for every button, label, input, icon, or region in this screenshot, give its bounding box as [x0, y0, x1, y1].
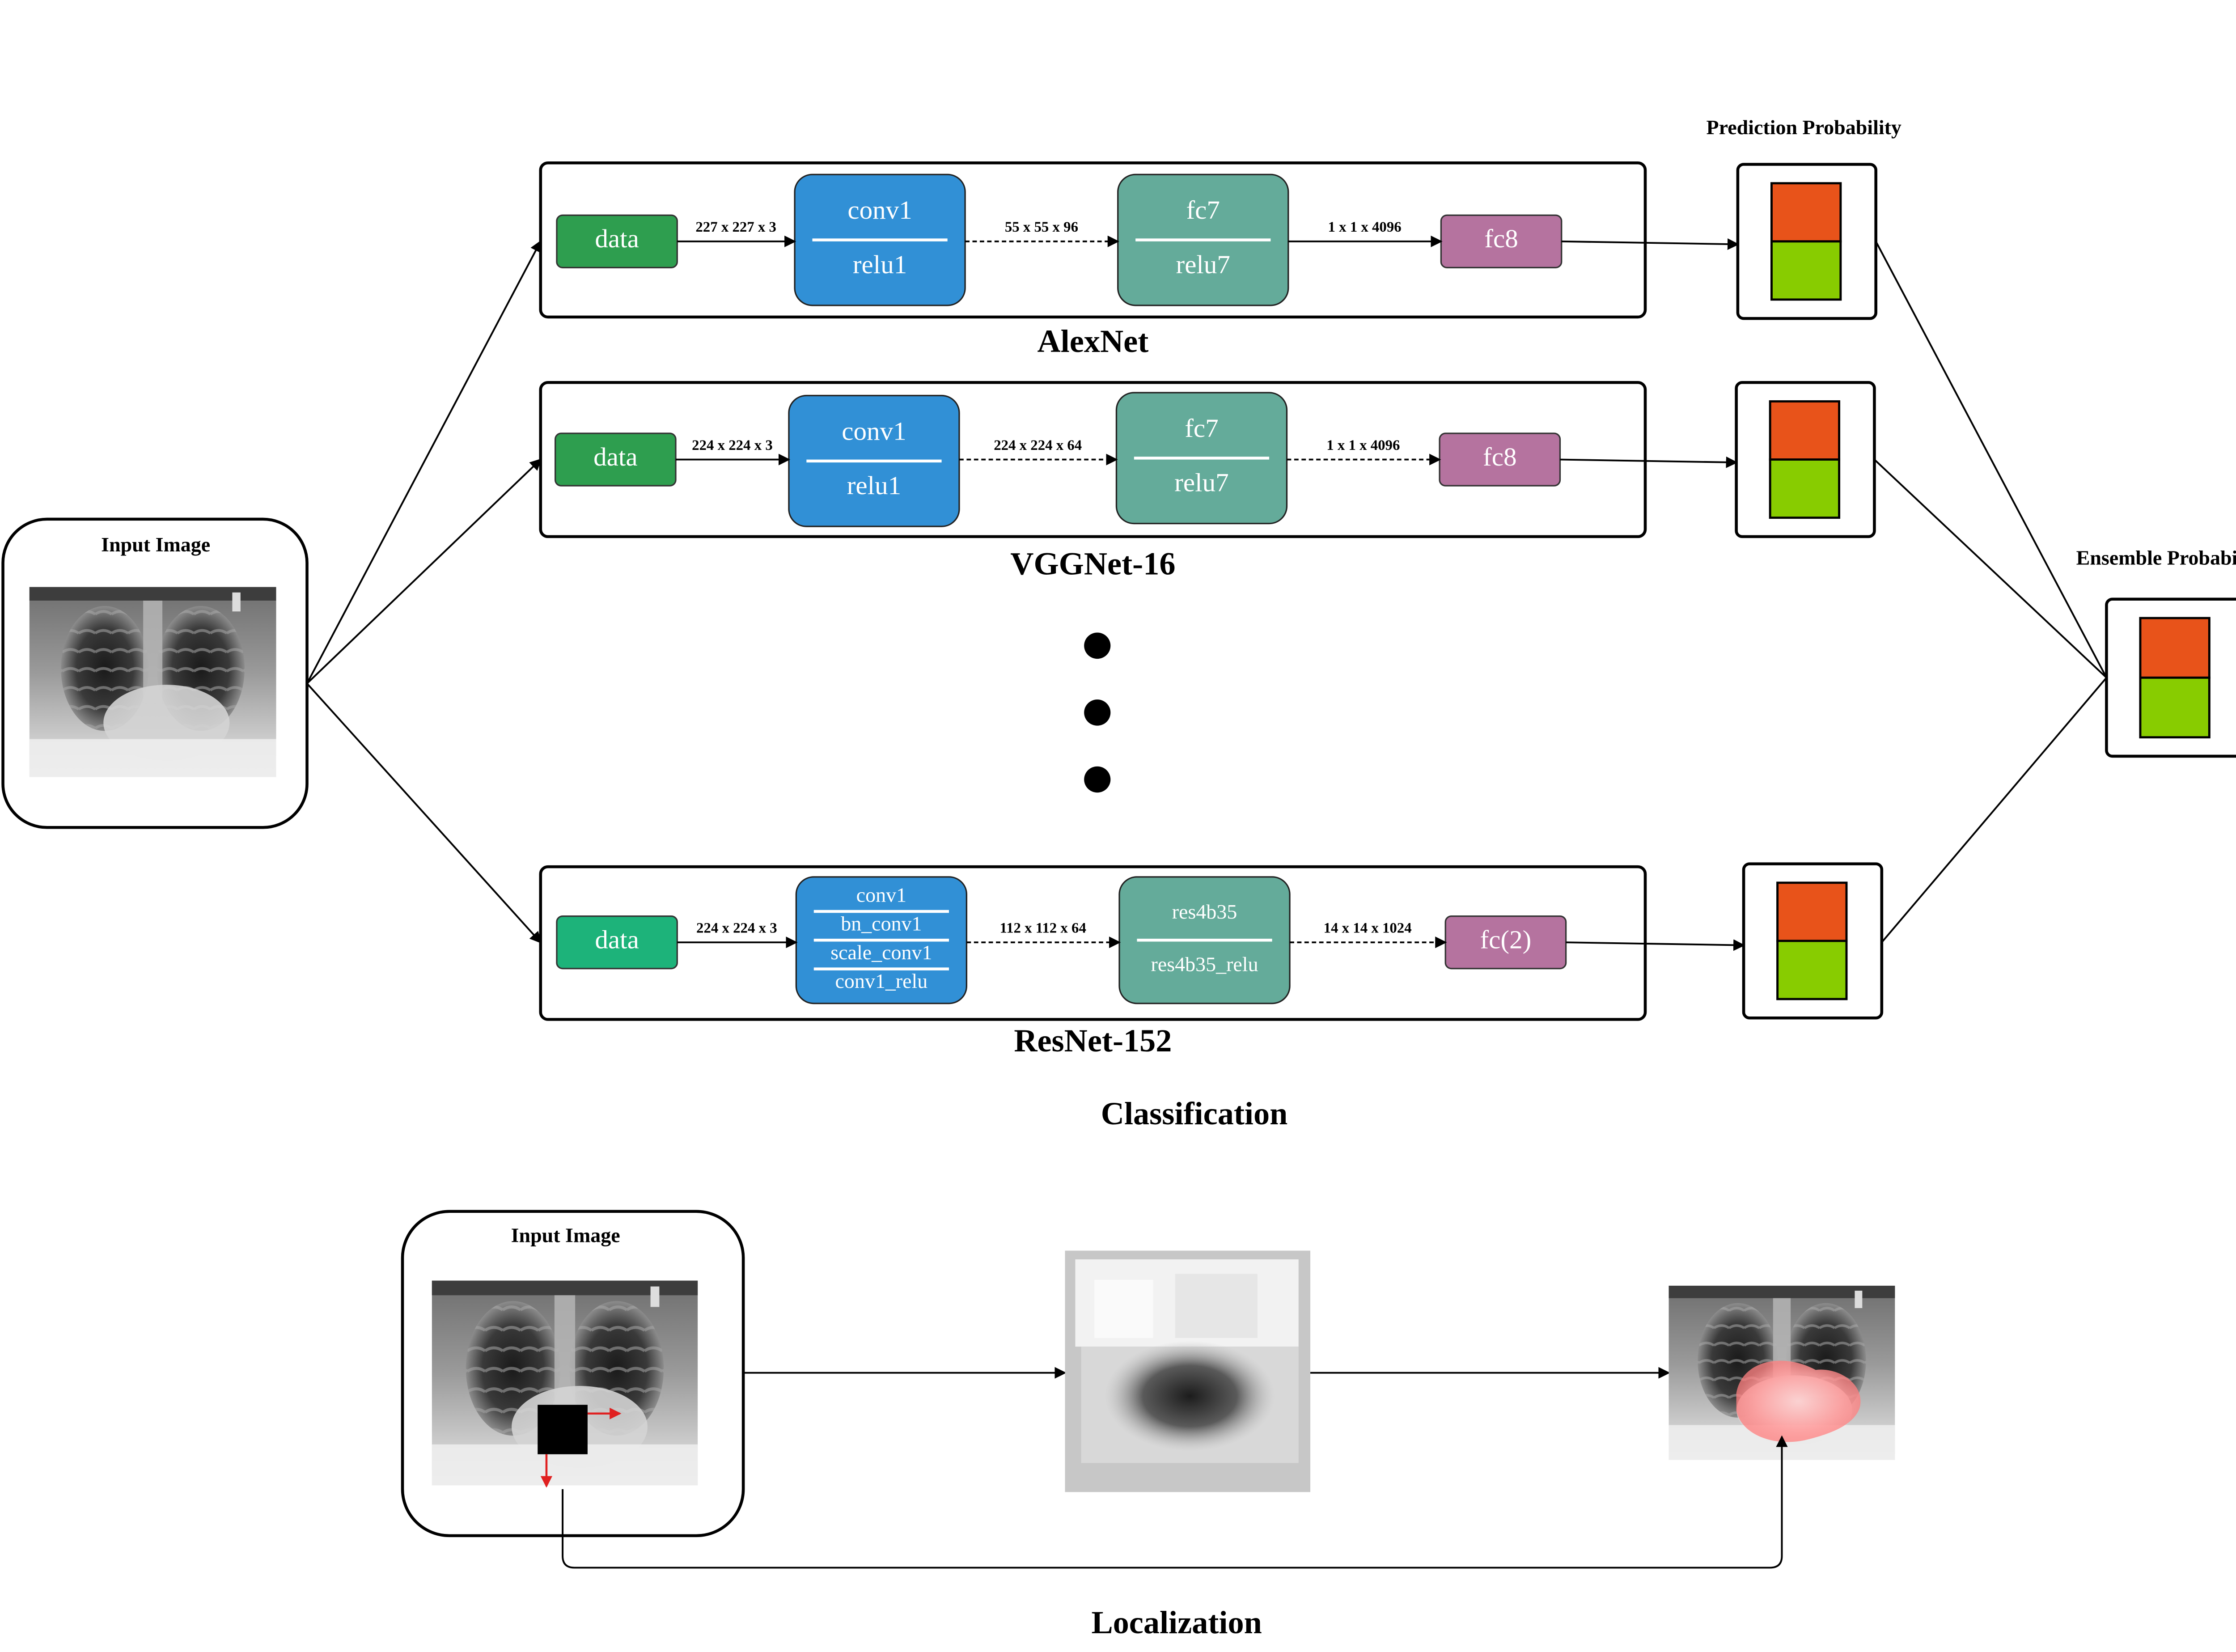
output-label: fc8 — [1484, 224, 1518, 253]
ensemble-probability-label: Ensemble Probability — [2076, 546, 2236, 569]
probability-bar-class-2 — [1769, 458, 1841, 519]
prediction-probability-label: Prediction Probability — [1707, 116, 1902, 139]
data-label: data — [595, 925, 639, 954]
data-label: data — [593, 442, 637, 471]
network-vggnet-16: VGGNet-16 data conv1 relu1 fc7 relu7 fc8 — [539, 381, 1647, 582]
fc-block-layer-label: relu7 — [1174, 468, 1228, 497]
network-resnet-152: ResNet-152 data conv1 bn_conv1 scale_conv1co… — [539, 865, 1647, 1059]
dimension-label: 14 x 14 x 1024 — [1324, 920, 1412, 936]
fc-block-layer-label: res4b35 — [1172, 900, 1237, 923]
ensemble-connector — [1875, 241, 2108, 678]
dimension-label: 224 x 224 x 3 — [692, 437, 773, 453]
probability-bar-class-2 — [1776, 940, 1848, 1000]
ensemble-connector — [1881, 677, 2107, 943]
conv-block-layer-label: relu1 — [853, 250, 907, 279]
data-label: data — [595, 224, 639, 253]
fc-block-layer-label: fc7 — [1186, 195, 1220, 225]
probability-bar-class-1 — [1769, 400, 1841, 461]
ensemble-connector — [1874, 459, 2107, 678]
input-to-network-arrow — [306, 458, 542, 684]
probability-bar-class-1 — [1770, 182, 1842, 243]
fc-block-layer-label: fc7 — [1185, 414, 1219, 443]
ensemble-bar-class-1 — [2139, 617, 2211, 679]
conv-block-layer-label: conv1_relu — [835, 970, 927, 992]
output-label: fc8 — [1483, 442, 1517, 471]
network-title: VGGNet-16 — [1010, 546, 1175, 582]
conv-block-layer-label: conv1 — [842, 417, 906, 446]
localization-xray-image — [432, 1280, 698, 1486]
ensemble-bar-class-2 — [2139, 676, 2211, 739]
conv-block-layer-label: bn_conv1 — [841, 912, 922, 935]
fc-block-layer-label: relu7 — [1176, 250, 1230, 279]
conv-block-layer-label: relu1 — [847, 471, 901, 500]
dimension-label: 112 x 112 x 64 — [1000, 920, 1086, 936]
dimension-label: 55 x 55 x 96 — [1005, 219, 1078, 235]
dimension-label: 224 x 224 x 64 — [994, 437, 1082, 453]
occlusion-heatmap — [1065, 1250, 1311, 1492]
ellipsis-dot — [1084, 632, 1111, 659]
patch-to-result-connector — [562, 1435, 1788, 1569]
network-title: ResNet-152 — [1014, 1023, 1172, 1059]
ellipsis-dot — [1084, 766, 1111, 793]
dimension-label: 1 x 1 x 4096 — [1328, 219, 1401, 235]
conv-block-layer-label: conv1 — [856, 883, 906, 906]
probability-bar-class-2 — [1770, 240, 1842, 301]
chest-xray-image — [29, 587, 276, 777]
network-alexnet: AlexNet data conv1 relu1 fc7 relu7 fc8 — [539, 161, 1647, 359]
input-to-network-arrow — [306, 240, 542, 684]
input-to-network-arrow — [306, 683, 542, 944]
dimension-label: 1 x 1 x 4096 — [1326, 437, 1400, 453]
occlusion-patch — [538, 1405, 588, 1454]
ellipsis-dot — [1084, 699, 1111, 726]
input-image-label: Input Image — [101, 533, 210, 556]
localized-region-overlay — [1736, 1360, 1861, 1442]
output-to-probability-arrow — [1561, 238, 1740, 250]
output-to-probability-arrow — [1566, 939, 1745, 951]
output-label: fc(2) — [1480, 925, 1531, 954]
output-to-probability-arrow — [1560, 456, 1738, 468]
dimension-label: 227 x 227 x 3 — [695, 219, 776, 235]
conv-block-layer-label: scale_conv1 — [830, 941, 932, 964]
classification-title: Classification — [1101, 1096, 1287, 1131]
localization-title: Localization — [1091, 1605, 1262, 1640]
dimension-label: 224 x 224 x 3 — [696, 920, 777, 936]
heatmap-light-patch — [1175, 1274, 1258, 1338]
localization-input-label: Input Image — [511, 1224, 620, 1247]
network-title: AlexNet — [1038, 323, 1149, 359]
probability-bar-class-1 — [1776, 881, 1848, 942]
fc-block-layer-label: res4b35_relu — [1151, 953, 1258, 976]
conv-block-layer-label: conv1 — [847, 195, 912, 225]
heatmap-hot-region — [1105, 1341, 1275, 1452]
heatmap-light-patch — [1094, 1279, 1153, 1338]
